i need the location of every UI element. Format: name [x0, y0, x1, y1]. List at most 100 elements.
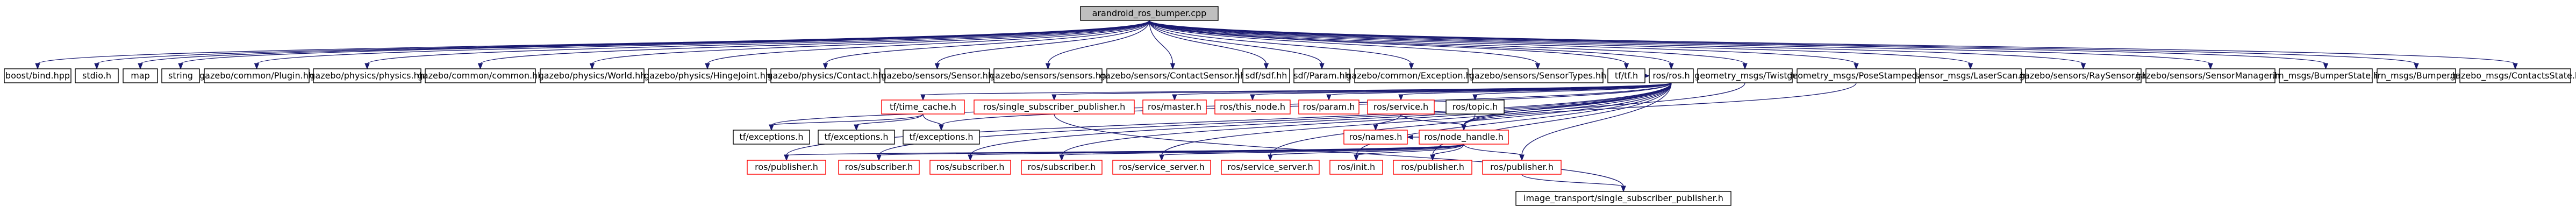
node-pub1[interactable]: ros/publisher.h [747, 160, 826, 175]
node-ros-param[interactable]: ros/param.h [1298, 99, 1359, 115]
node-box[interactable] [770, 68, 881, 83]
node-ros-nodehandle[interactable]: ros/node_handle.h [1419, 130, 1509, 145]
node-box[interactable] [884, 68, 990, 83]
node-box[interactable] [1393, 160, 1472, 175]
node-box[interactable] [903, 130, 980, 145]
node-gz-physics[interactable]: gazebo/physics/physics.hh [310, 68, 425, 83]
node-box[interactable] [1343, 130, 1408, 145]
node-box[interactable] [993, 68, 1103, 83]
node-ros-master[interactable]: ros/master.h [1142, 99, 1207, 115]
node-svcserver2[interactable]: ros/service_server.h [1221, 160, 1320, 175]
node-box[interactable] [123, 68, 158, 83]
node-box[interactable] [1080, 6, 1219, 21]
node-ros-names[interactable]: ros/names.h [1343, 130, 1408, 145]
node-boost-bind[interactable]: boost/bind.hpp [4, 68, 71, 83]
node-box[interactable] [1697, 68, 1793, 83]
node-box[interactable] [818, 130, 895, 145]
node-box[interactable] [313, 68, 421, 83]
node-ros-singlesub[interactable]: ros/single_subscriber_publisher.h [974, 99, 1135, 115]
node-box[interactable] [1446, 99, 1505, 115]
node-bumper[interactable]: irn_msgs/Bumper.h [2375, 68, 2458, 83]
node-box[interactable] [733, 130, 810, 145]
node-box[interactable] [1242, 68, 1290, 83]
node-gz-plugin[interactable]: gazebo/common/Plugin.hh [199, 68, 314, 83]
node-box[interactable] [974, 99, 1135, 115]
node-sub1[interactable]: ros/subscriber.h [838, 160, 920, 175]
node-gz-contact[interactable]: gazebo/physics/Contact.hh [767, 68, 884, 83]
node-tf-timecache[interactable]: tf/time_cache.h [881, 99, 965, 115]
node-box[interactable] [1472, 68, 1604, 83]
node-root[interactable]: arandroid_ros_bumper.cpp [1080, 6, 1219, 21]
node-box[interactable] [1649, 68, 1694, 83]
node-box[interactable] [929, 160, 1011, 175]
node-box[interactable] [2145, 68, 2276, 83]
node-box[interactable] [1797, 68, 1916, 83]
node-gz-raysensor[interactable]: gazebo/sensors/RaySensor.hh [2019, 68, 2148, 83]
node-box[interactable] [838, 160, 920, 175]
node-box[interactable] [540, 68, 645, 83]
node-box[interactable] [1482, 160, 1562, 175]
node-ros-init[interactable]: ros/init.h [1329, 160, 1383, 175]
node-box[interactable] [1329, 160, 1383, 175]
node-pub3[interactable]: ros/publisher.h [1482, 160, 1562, 175]
node-box[interactable] [1298, 99, 1359, 115]
node-tf-exc1[interactable]: tf/exceptions.h [733, 130, 810, 145]
node-sub3[interactable]: ros/subscriber.h [1021, 160, 1103, 175]
node-pub2[interactable]: ros/publisher.h [1393, 160, 1472, 175]
node-box[interactable] [2459, 68, 2571, 83]
node-box[interactable] [1419, 130, 1509, 145]
node-box[interactable] [425, 68, 536, 83]
node-box[interactable] [1214, 99, 1291, 115]
node-laserscan[interactable]: sensor_msgs/LaserScan.h [1915, 68, 2026, 83]
node-sdf[interactable]: sdf/sdf.hh [1242, 68, 1290, 83]
node-box[interactable] [2279, 68, 2373, 83]
node-box[interactable] [1112, 160, 1211, 175]
node-string[interactable]: string [161, 68, 200, 83]
node-box[interactable] [1919, 68, 2022, 83]
node-bumperstate[interactable]: irn_msgs/BumperState.h [2273, 68, 2379, 83]
node-box[interactable] [1354, 68, 1469, 83]
node-gz-sensors[interactable]: gazebo/sensors/sensors.hh [990, 68, 1106, 83]
node-tf-exc3[interactable]: tf/exceptions.h [903, 130, 980, 145]
node-box[interactable] [2025, 68, 2142, 83]
node-ros-thisnode[interactable]: ros/this_node.h [1214, 99, 1291, 115]
node-box[interactable] [1293, 68, 1350, 83]
node-box[interactable] [648, 68, 767, 83]
node-gz-hinge[interactable]: gazebo/physics/HingeJoint.hh [644, 68, 771, 83]
node-sdf-param[interactable]: sdf/Param.hh [1293, 68, 1350, 83]
node-geo-pose[interactable]: geometry_msgs/PoseStamped.h [1787, 68, 1926, 83]
node-gz-contactsensor[interactable]: gazebo/sensors/ContactSensor.hh [1100, 68, 1246, 83]
node-ros-topic[interactable]: ros/topic.h [1446, 99, 1505, 115]
node-stdio[interactable]: stdio.h [75, 68, 119, 83]
node-tf-exc2[interactable]: tf/exceptions.h [818, 130, 895, 145]
node-box[interactable] [1106, 68, 1239, 83]
node-tf[interactable]: tf/tf.h [1607, 68, 1645, 83]
node-box[interactable] [1021, 160, 1103, 175]
node-box[interactable] [747, 160, 826, 175]
node-ros-service[interactable]: ros/service.h [1367, 99, 1435, 115]
node-imgtransport[interactable]: image_transport/single_subscriber_publis… [1515, 191, 1731, 206]
node-gz-sensor[interactable]: gazebo/sensors/Sensor.hh [881, 68, 993, 83]
node-box[interactable] [1515, 191, 1731, 206]
node-box[interactable] [75, 68, 119, 83]
node-box[interactable] [161, 68, 200, 83]
node-contactsstate[interactable]: gazebo_msgs/ContactsState.h [2450, 68, 2576, 83]
node-geo-twist[interactable]: geometry_msgs/Twist.h [1694, 68, 1795, 83]
node-box[interactable] [881, 99, 965, 115]
node-sub2[interactable]: ros/subscriber.h [929, 160, 1011, 175]
node-svcserver1[interactable]: ros/service_server.h [1112, 160, 1211, 175]
node-box[interactable] [1221, 160, 1320, 175]
node-box[interactable] [1142, 99, 1207, 115]
node-ros-ros[interactable]: ros/ros.h [1649, 68, 1694, 83]
node-map[interactable]: map [123, 68, 158, 83]
node-box[interactable] [1367, 99, 1435, 115]
node-box[interactable] [1607, 68, 1645, 83]
node-gz-sensormanager[interactable]: gazebo/sensors/SensorManager.hh [2135, 68, 2286, 83]
node-box[interactable] [4, 68, 71, 83]
node-gz-world[interactable]: gazebo/physics/World.hh [539, 68, 646, 83]
node-gz-exception[interactable]: gazebo/common/Exception.hh [1346, 68, 1477, 83]
node-gz-sensortypes[interactable]: gazebo/sensors/SensorTypes.hh [1469, 68, 1607, 83]
node-box[interactable] [2377, 68, 2456, 83]
node-gz-common[interactable]: gazebo/common/common.hh [418, 68, 543, 83]
node-box[interactable] [204, 68, 310, 83]
